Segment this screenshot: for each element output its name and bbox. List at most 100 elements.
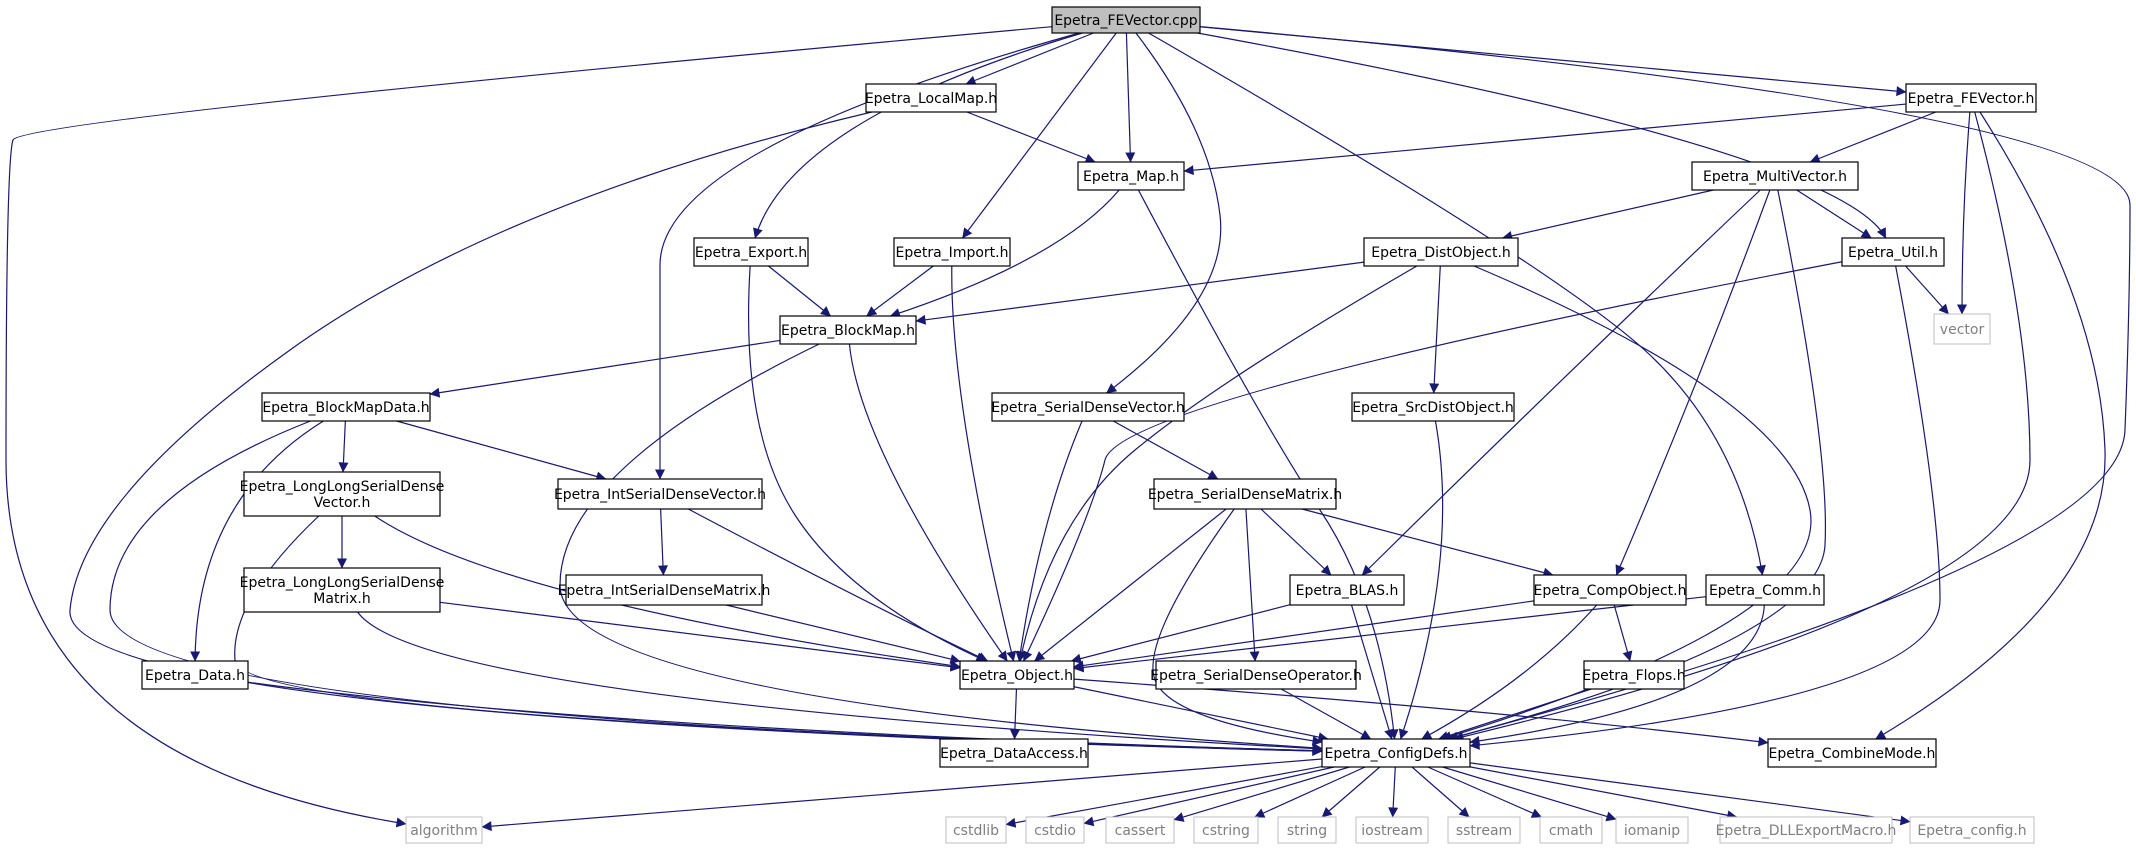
node-label: sstream [1456, 823, 1512, 839]
edge-configdefs-to-cassert [1173, 766, 1350, 822]
node-label: Epetra_Flops.h [1582, 668, 1685, 684]
edge-fevector_cpp-to-configdefs [1199, 26, 2131, 742]
node-box [1447, 816, 1521, 844]
node-serialdensevector[interactable]: Epetra_SerialDenseVector.h [991, 392, 1185, 422]
node-box [1105, 816, 1175, 844]
node-import[interactable]: Epetra_Import.h [893, 237, 1011, 267]
edge-blockmapdata-to-intserialdensevector [396, 420, 607, 482]
node-dllexport[interactable]: Epetra_DLLExportMacro.h [1716, 816, 1897, 844]
node-configdefs[interactable]: Epetra_ConfigDefs.h [1321, 738, 1471, 768]
node-util[interactable]: Epetra_Util.h [1841, 237, 1945, 267]
node-export[interactable]: Epetra_Export.h [693, 237, 809, 267]
node-object[interactable]: Epetra_Object.h [959, 660, 1075, 690]
node-box [1533, 574, 1687, 606]
node-dataaccess[interactable]: Epetra_DataAccess.h [939, 738, 1089, 768]
node-string[interactable]: string [1277, 816, 1337, 844]
node-box [1719, 816, 1893, 844]
edge-object-to-dataaccess [1009, 688, 1020, 740]
node-cassert[interactable]: cassert [1105, 816, 1175, 844]
node-sstream[interactable]: sstream [1447, 816, 1521, 844]
edge-flops-to-configdefs [1438, 688, 1592, 741]
node-algorithm[interactable]: algorithm [405, 816, 483, 844]
edge-blockmapdata-to-data [190, 420, 324, 662]
edge-export-to-blockmap [768, 265, 831, 317]
node-box [945, 816, 1007, 844]
node-box [261, 392, 431, 422]
node-fevector-cpp[interactable]: Epetra_FEVector.cpp [1051, 6, 1201, 34]
node-label: Epetra_BlockMap.h [781, 323, 915, 339]
node-map[interactable]: Epetra_Map.h [1077, 161, 1185, 191]
node-label: Epetra_LocalMap.h [865, 91, 997, 107]
edge-localmap-to-map [966, 111, 1096, 164]
node-cmath[interactable]: cmath [1539, 816, 1603, 844]
node-label: Epetra_SerialDenseVector.h [991, 400, 1185, 416]
edge-comm-to-object [1073, 596, 1707, 673]
node-label: Epetra_FEVector.h [1908, 91, 2035, 107]
edge-util-to-object [1023, 261, 1843, 662]
node-cstdlib[interactable]: cstdlib [945, 816, 1007, 844]
node-iostream[interactable]: iostream [1355, 816, 1429, 844]
node-multivector[interactable]: Epetra_MultiVector.h [1691, 161, 1859, 191]
edge-compobject-to-configdefs [1421, 604, 1598, 740]
node-fevector-h[interactable]: Epetra_FEVector.h [1905, 83, 2037, 113]
node-serialdensematrix[interactable]: Epetra_SerialDenseMatrix.h [1148, 478, 1342, 510]
edge-longlong_matrix-to-configdefs [357, 611, 1323, 754]
edge-util-to-configdefs [1469, 265, 1941, 750]
edge-compobject-to-flops [1613, 604, 1633, 662]
edge-configdefs-to-iostream [1388, 766, 1399, 818]
node-vector[interactable]: vector [1933, 313, 1991, 345]
edge-configdefs-to-cstdlib [1005, 765, 1323, 828]
node-cstdio[interactable]: cstdio [1025, 816, 1085, 844]
node-label: Epetra_SrcDistObject.h [1352, 400, 1514, 416]
node-label: Epetra_Export.h [695, 245, 807, 261]
node-srcdistobject[interactable]: Epetra_SrcDistObject.h [1351, 392, 1515, 422]
edge-map-to-blockmap [889, 189, 1120, 318]
node-comm[interactable]: Epetra_Comm.h [1705, 574, 1825, 606]
node-flops[interactable]: Epetra_Flops.h [1582, 660, 1686, 690]
node-blockmap[interactable]: Epetra_BlockMap.h [779, 315, 917, 345]
node-data[interactable]: Epetra_Data.h [141, 660, 249, 690]
node-box [1155, 660, 1357, 690]
node-iomanip[interactable]: iomanip [1615, 816, 1689, 844]
edge-configdefs-to-cstdio [1083, 766, 1335, 827]
node-epetra-config[interactable]: Epetra_config.h [1909, 816, 2035, 844]
node-blockmapdata[interactable]: Epetra_BlockMapData.h [261, 392, 431, 422]
edge-longlong_matrix-to-object [439, 601, 961, 672]
node-serialdenseoperator[interactable]: Epetra_SerialDenseOperator.h [1150, 660, 1362, 690]
edge-longlong_vector-to-configdefs [234, 515, 1323, 756]
node-label: Epetra_MultiVector.h [1703, 169, 1847, 185]
edge-fevector_cpp-to-map [1125, 32, 1136, 163]
node-combinemode[interactable]: Epetra_CombineMode.h [1767, 738, 1937, 768]
node-label: string [1287, 823, 1327, 839]
edge-configdefs-to-algorithm [481, 758, 1323, 832]
node-box [939, 738, 1089, 768]
node-blas[interactable]: Epetra_BLAS.h [1289, 574, 1405, 606]
edge-fevector_h-to-map [1183, 103, 1907, 176]
node-intserialdensevector[interactable]: Epetra_IntSerialDenseVector.h [554, 478, 766, 510]
node-compobject[interactable]: Epetra_CompObject.h [1533, 574, 1687, 606]
node-label: Epetra_DataAccess.h [940, 746, 1088, 762]
node-label: Epetra_DistObject.h [1371, 245, 1511, 261]
edge-fevector_cpp-to-comm [1148, 32, 1766, 576]
node-label: Epetra_SerialDenseOperator.h [1150, 668, 1362, 684]
node-cstring[interactable]: cstring [1193, 816, 1259, 844]
node-box [1363, 237, 1519, 267]
node-box [959, 660, 1075, 690]
edge-serialdensevector-to-serialdensematrix [1112, 420, 1219, 480]
node-label: iostream [1361, 823, 1423, 839]
node-box [1909, 816, 2035, 844]
node-label: Epetra_ConfigDefs.h [1324, 746, 1467, 762]
node-box [557, 478, 763, 510]
node-localmap[interactable]: Epetra_LocalMap.h [865, 83, 997, 113]
node-label: Epetra_Map.h [1083, 169, 1179, 185]
edge-blockmap-to-configdefs [559, 343, 1323, 753]
node-box [1841, 237, 1945, 267]
node-intserialdensematrix[interactable]: Epetra_IntSerialDenseMatrix.h [558, 574, 771, 606]
node-distobject[interactable]: Epetra_DistObject.h [1363, 237, 1519, 267]
edges [5, 26, 2131, 832]
node-label: Epetra_LongLongSerialDense [240, 575, 445, 591]
edge-data-to-configdefs [247, 681, 1323, 756]
